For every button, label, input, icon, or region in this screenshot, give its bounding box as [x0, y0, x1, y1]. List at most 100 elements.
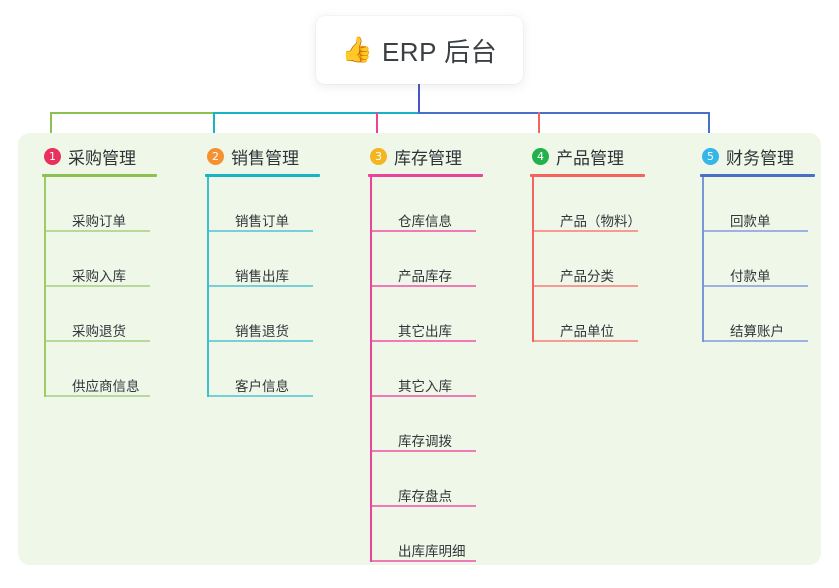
list-item-underline: [372, 560, 476, 562]
list-item-underline: [704, 340, 808, 342]
list-item-label: 库存调拨: [398, 433, 452, 449]
list-item-label: 付款单: [730, 268, 771, 284]
list-item-underline: [534, 340, 638, 342]
list-item-underline: [46, 230, 150, 232]
list-item-underline: [372, 395, 476, 397]
column-title-1: 采购管理: [68, 148, 136, 168]
list-item-label: 销售订单: [235, 213, 289, 229]
column-underline-1: [42, 174, 157, 177]
list-item-label: 出库库明细: [398, 543, 466, 559]
list-item-label: 产品库存: [398, 268, 452, 284]
list-item-label: 产品（物料）: [560, 213, 641, 229]
list-item-label: 销售出库: [235, 268, 289, 284]
list-item-label: 采购订单: [72, 213, 126, 229]
list-item[interactable]: 产品单位: [532, 287, 645, 342]
list-item-underline: [209, 340, 313, 342]
column-rail-2: [207, 177, 209, 397]
list-item[interactable]: 销售订单: [207, 177, 320, 232]
root-node-card[interactable]: 👍 ERP 后台: [316, 16, 523, 84]
list-item-underline: [372, 230, 476, 232]
column-items-4: 产品（物料） 产品分类产品单位: [530, 177, 645, 342]
column-badge-1: 1: [44, 147, 61, 165]
root-stem-connector: [417, 84, 421, 115]
bus-segment-2: [213, 112, 419, 115]
list-item[interactable]: 结算账户: [702, 287, 815, 342]
list-item-underline: [372, 450, 476, 452]
list-item[interactable]: 回款单: [702, 177, 815, 232]
list-item[interactable]: 出库库明细: [370, 507, 483, 562]
list-item[interactable]: 采购订单: [44, 177, 157, 232]
column-items-2: 销售订单销售出库销售退货客户信息: [205, 177, 320, 397]
list-item-label: 客户信息: [235, 378, 289, 394]
column-items-3: 仓库信息产品库存其它出库其它入库库存调拨库存盘点出库库明细: [368, 177, 483, 562]
list-item-label: 销售退货: [235, 323, 289, 339]
bus-segment-right: [417, 112, 710, 115]
list-item[interactable]: 销售出库: [207, 232, 320, 287]
list-item[interactable]: 采购入库: [44, 232, 157, 287]
list-item[interactable]: 客户信息: [207, 342, 320, 397]
column-badge-3: 3: [370, 147, 387, 165]
column-header-1[interactable]: 1 采购管理: [42, 143, 157, 169]
list-item[interactable]: 采购退货: [44, 287, 157, 342]
column-items-1: 采购订单采购入库采购退货供应商信息: [42, 177, 157, 397]
column-underline-2: [205, 174, 320, 177]
drop-connector-4: [538, 112, 541, 140]
diagram-panel: [18, 133, 821, 565]
column-rail-4: [532, 177, 534, 342]
root-node-title: ERP 后台: [381, 36, 498, 67]
list-item-label: 其它入库: [398, 378, 452, 394]
list-item-underline: [209, 395, 313, 397]
drop-connector-5: [708, 112, 711, 140]
column-rail-5: [702, 177, 704, 342]
list-item-underline: [372, 285, 476, 287]
list-item-label: 结算账户: [730, 323, 784, 339]
list-item-label: 采购退货: [72, 323, 126, 339]
list-item-label: 产品单位: [560, 323, 614, 339]
column-underline-5: [700, 174, 815, 177]
list-item-underline: [46, 285, 150, 287]
list-item[interactable]: 产品库存: [370, 232, 483, 287]
list-item-underline: [209, 230, 313, 232]
list-item-label: 其它出库: [398, 323, 452, 339]
list-item-label: 采购入库: [72, 268, 126, 284]
list-item[interactable]: 产品分类: [532, 232, 645, 287]
list-item-underline: [704, 230, 808, 232]
list-item-underline: [46, 340, 150, 342]
list-item[interactable]: 仓库信息: [370, 177, 483, 232]
column-rail-3: [370, 177, 372, 562]
list-item[interactable]: 产品（物料）: [532, 177, 645, 232]
drop-connector-3: [376, 112, 379, 140]
list-item[interactable]: 销售退货: [207, 287, 320, 342]
list-item[interactable]: 其它入库: [370, 342, 483, 397]
column-1: 1 采购管理采购订单采购入库采购退货供应商信息: [42, 143, 157, 397]
list-item-underline: [534, 285, 638, 287]
list-item[interactable]: 库存调拨: [370, 397, 483, 452]
list-item-underline: [209, 285, 313, 287]
list-item-label: 回款单: [730, 213, 771, 229]
list-item-label: 仓库信息: [398, 213, 452, 229]
thumbs-up-icon: 👍: [341, 35, 373, 64]
column-badge-5: 5: [702, 147, 719, 165]
list-item[interactable]: 其它出库: [370, 287, 483, 342]
list-item-underline: [372, 340, 476, 342]
list-item-label: 库存盘点: [398, 488, 452, 504]
list-item-underline: [46, 395, 150, 397]
list-item-label: 产品分类: [560, 268, 614, 284]
list-item-underline: [534, 230, 638, 232]
list-item-label: 供应商信息: [72, 378, 140, 394]
list-item[interactable]: 库存盘点: [370, 452, 483, 507]
column-rail-1: [44, 177, 46, 397]
list-item-underline: [704, 285, 808, 287]
list-item[interactable]: 付款单: [702, 232, 815, 287]
column-badge-2: 2: [207, 147, 224, 165]
list-item[interactable]: 供应商信息: [44, 342, 157, 397]
column-items-5: 回款单付款单结算账户: [700, 177, 815, 342]
